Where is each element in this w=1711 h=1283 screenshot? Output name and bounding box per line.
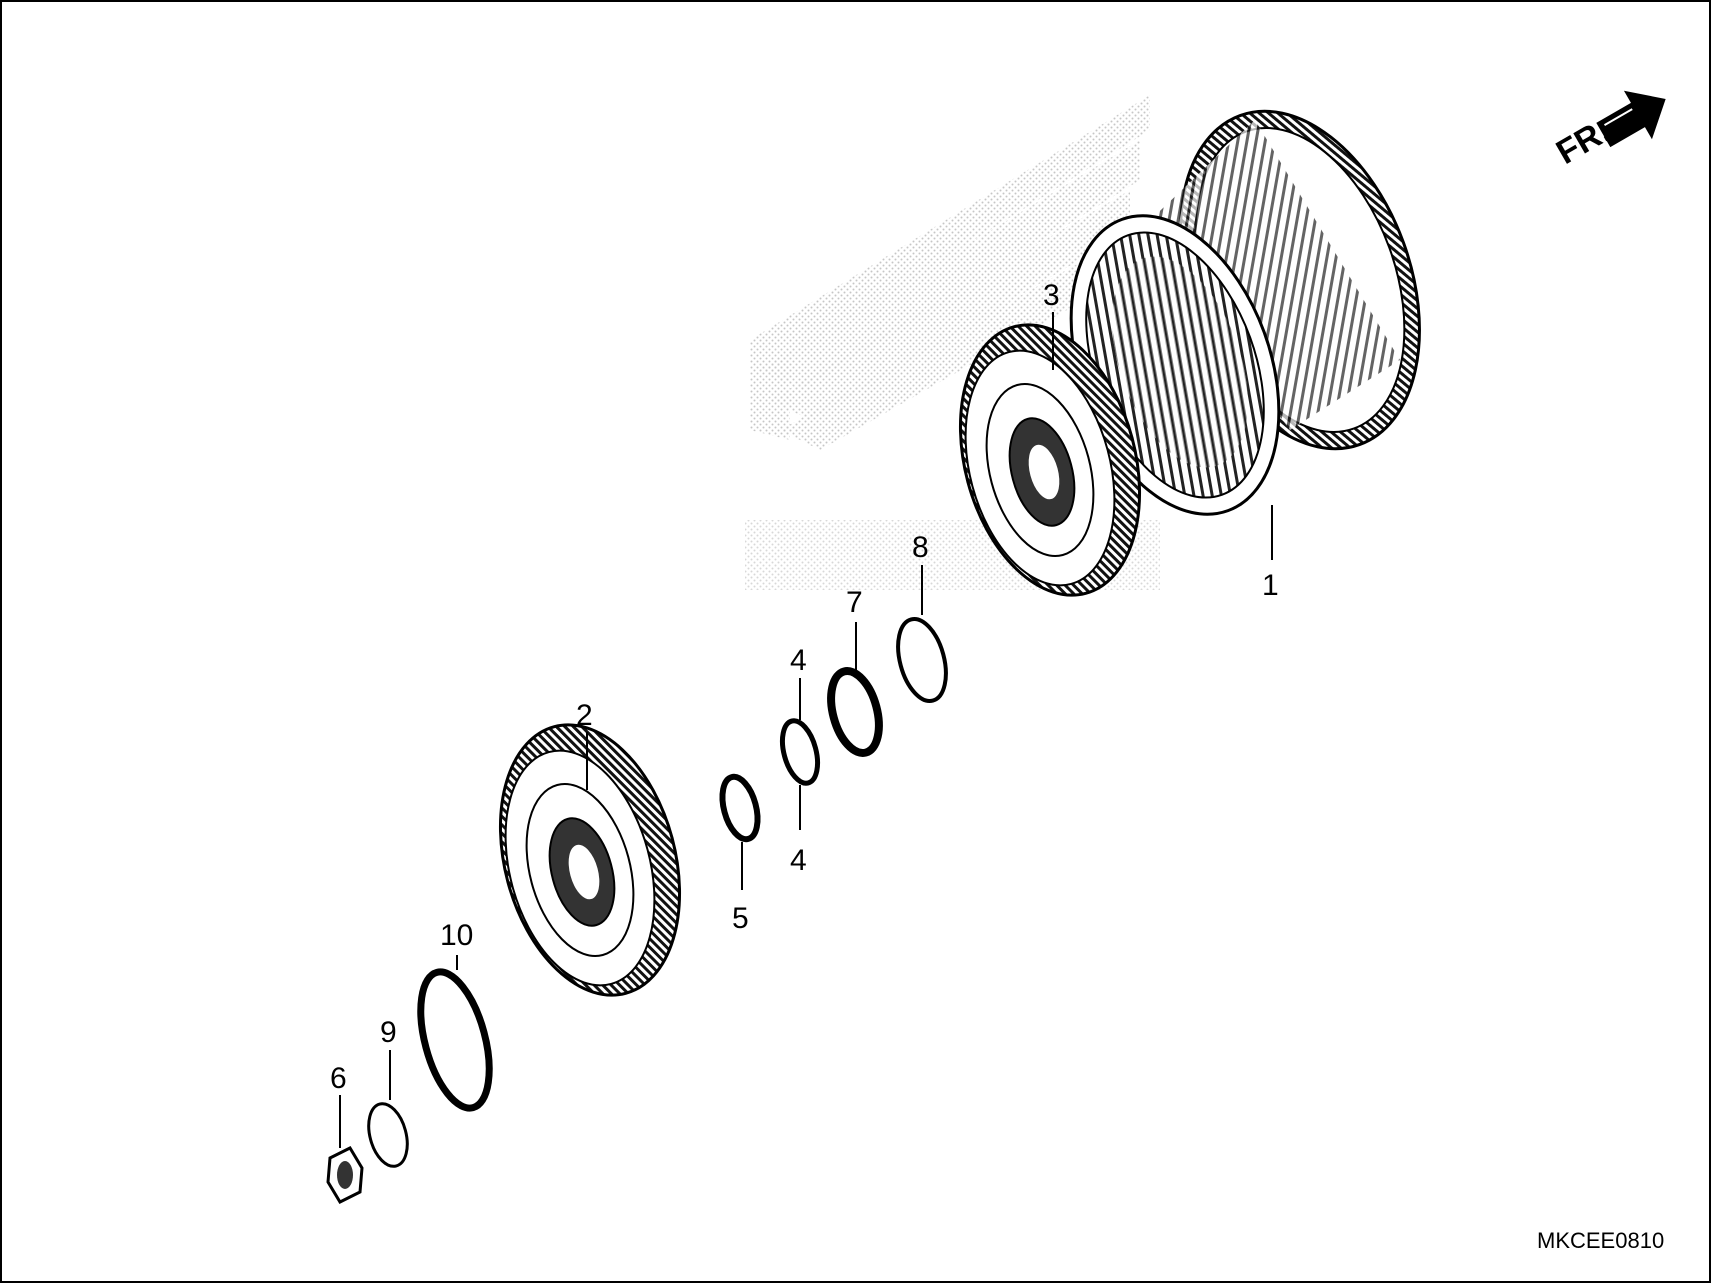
part-3-carrier xyxy=(958,323,1142,597)
part-2-carrier xyxy=(498,723,682,997)
callout-10: 10 xyxy=(440,919,473,952)
part-5-snap-ring xyxy=(719,773,761,843)
part-4-shim xyxy=(779,718,821,786)
drawing-code: MKCEE0810 xyxy=(1537,1228,1664,1253)
leader-lines xyxy=(339,312,1273,1148)
part-7-bearing xyxy=(827,667,883,757)
watermark-logo xyxy=(745,95,1160,590)
callout-4-lower: 4 xyxy=(790,844,807,877)
callout-1: 1 xyxy=(1262,569,1279,602)
callout-9: 9 xyxy=(380,1016,397,1049)
callout-8: 8 xyxy=(912,531,929,564)
callout-7: 7 xyxy=(846,586,863,619)
part-8-washer xyxy=(896,617,948,703)
callout-6: 6 xyxy=(330,1062,347,1095)
part-10-washer xyxy=(417,968,493,1112)
callout-labels: 1 2 3 4 4 5 6 7 8 9 10 xyxy=(330,279,1279,1095)
callout-4-upper: 4 xyxy=(790,644,807,677)
front-arrow-icon xyxy=(1596,90,1666,148)
callout-3: 3 xyxy=(1043,279,1060,312)
callout-5: 5 xyxy=(732,902,749,935)
part-6-nut xyxy=(326,1146,364,1204)
part-9-washer xyxy=(367,1102,409,1168)
callout-2: 2 xyxy=(576,699,593,732)
